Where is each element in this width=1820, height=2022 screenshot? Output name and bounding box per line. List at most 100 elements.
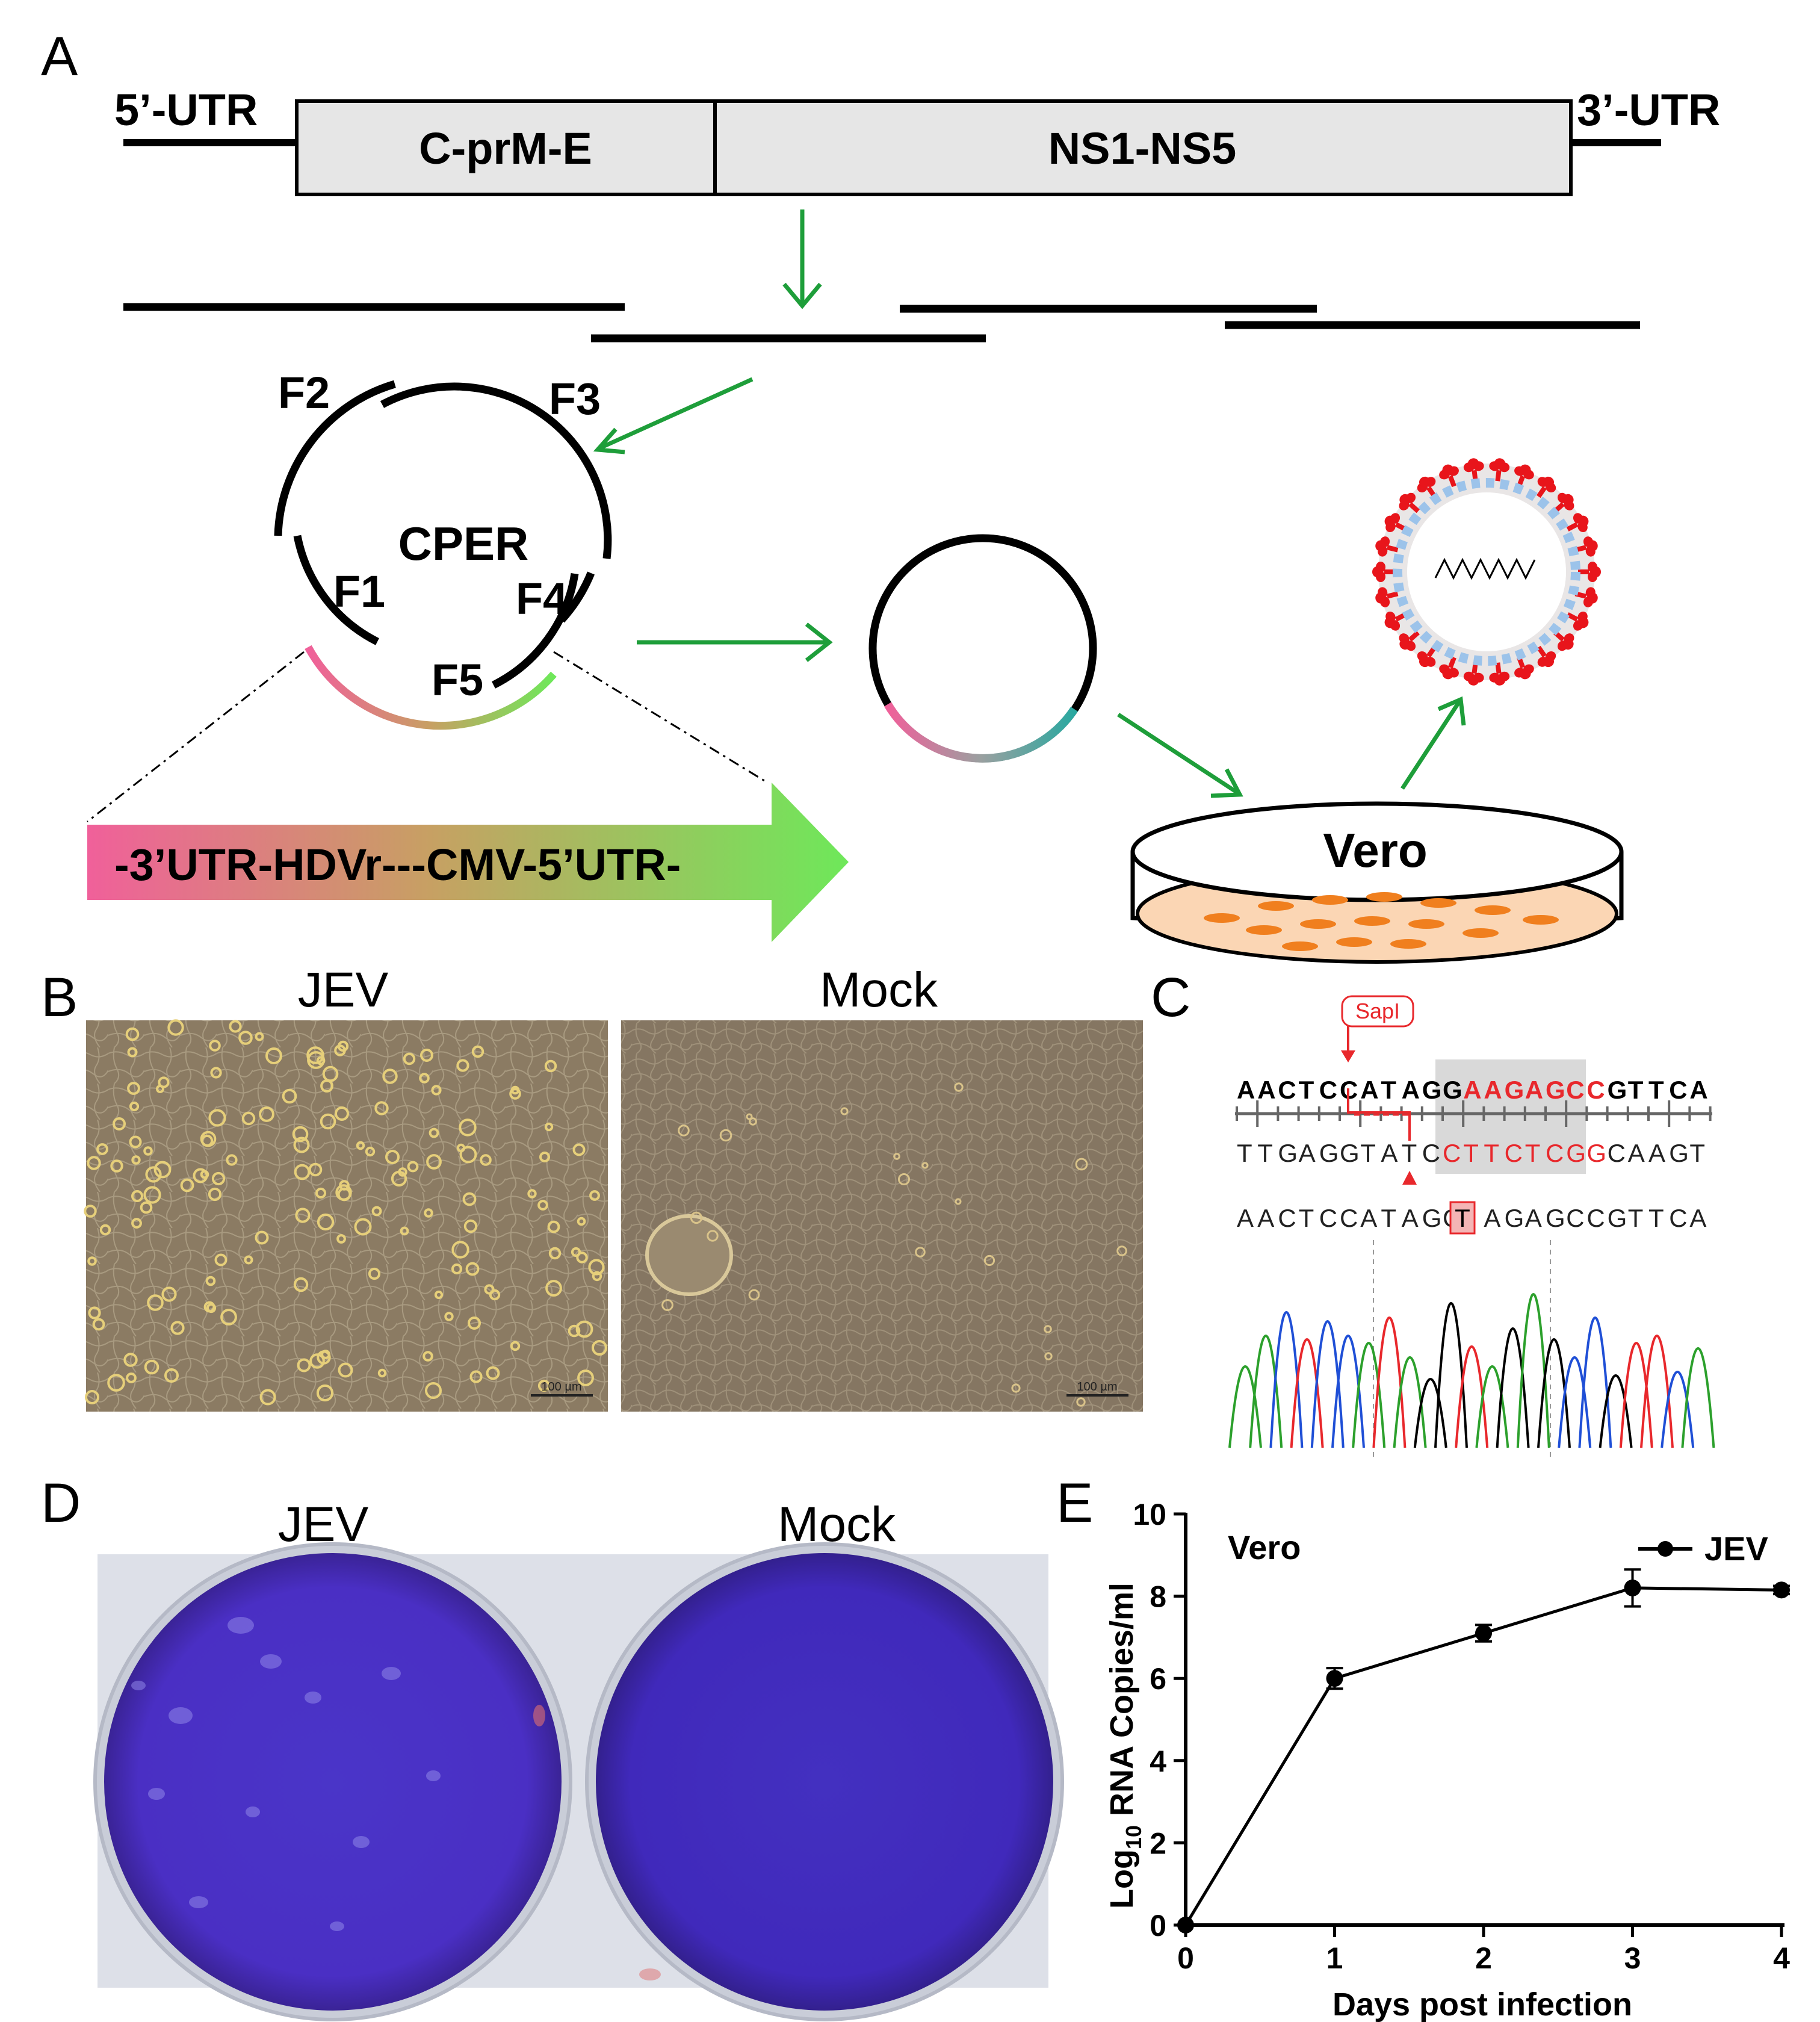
spike-protein-icon [1399, 630, 1420, 651]
spike-protein-icon [1566, 611, 1589, 631]
base-letter: G [1278, 1139, 1298, 1167]
base-letter: A [1237, 1076, 1255, 1104]
rounded-cell [463, 1219, 478, 1233]
scale-bar-mock: 100 µm [1077, 1380, 1117, 1394]
rounded-cell [465, 1262, 480, 1276]
base-letter: T [1689, 1139, 1705, 1167]
chromatogram-peak [1619, 1342, 1653, 1448]
fragment-f1: F1 [333, 566, 385, 616]
rounded-cell [456, 1143, 466, 1153]
rounded-cell [308, 1162, 323, 1177]
rounded-cell [84, 1205, 97, 1218]
rounded-cell [113, 1117, 126, 1130]
base-letter: A [1689, 1204, 1706, 1232]
rounded-cell [164, 1368, 179, 1383]
rounded-cell [431, 1085, 442, 1096]
rounded-cell [85, 1390, 99, 1404]
rounded-cell [707, 1230, 719, 1242]
rounded-cell [459, 1146, 477, 1164]
rounded-cell [211, 1171, 226, 1186]
rounded-cell [420, 1049, 433, 1062]
rounded-cell [434, 1290, 444, 1300]
spike-protein-icon [1439, 656, 1459, 680]
dish-cells [1204, 892, 1559, 951]
base-letter: A [1689, 1076, 1707, 1104]
rounded-cell [208, 1187, 222, 1202]
spike-protein-icon [1375, 536, 1399, 557]
rounded-cell [451, 1263, 463, 1275]
rounded-cell [293, 1277, 309, 1292]
base-letter: A [1628, 1139, 1645, 1167]
base-letter: C [1669, 1204, 1687, 1232]
rounded-cell [840, 1107, 849, 1115]
rounded-cell [544, 1059, 557, 1073]
recognition-site-highlight [1435, 1059, 1586, 1174]
rounded-cell [214, 1253, 228, 1267]
base-letter: A [1463, 1076, 1481, 1104]
rounded-cell [955, 1198, 962, 1205]
rounded-cell [746, 1113, 753, 1120]
chromatogram-peak [1599, 1374, 1633, 1448]
base-letter: A [1525, 1204, 1542, 1232]
rounded-cell [592, 1271, 602, 1282]
rounded-cell [140, 1201, 153, 1214]
y-tick-label: 6 [1150, 1662, 1166, 1696]
base-letter: T [1381, 1076, 1396, 1104]
rounded-cell [127, 1047, 138, 1058]
rounded-cell [1116, 1245, 1127, 1256]
legend-label: JEV [1704, 1530, 1768, 1568]
chart-axes [1184, 1513, 1784, 1927]
chromatogram-peak [1331, 1335, 1365, 1448]
rounded-cell [480, 1154, 492, 1166]
rounded-cell [208, 1109, 226, 1127]
rounded-cell [954, 1082, 964, 1092]
rounded-cell [377, 1368, 387, 1378]
rounded-cell [1075, 1158, 1088, 1171]
sapi-label: SapI [1355, 999, 1400, 1023]
base-letter: A [1237, 1204, 1254, 1232]
rounded-cell [282, 1088, 297, 1104]
base-letter: T [1381, 1204, 1396, 1232]
base-letter: T [1463, 1139, 1479, 1167]
base-letter: A [1360, 1204, 1377, 1232]
rounded-cell [576, 1251, 588, 1264]
rounded-cell [385, 1150, 400, 1164]
chromatogram-peak [1661, 1371, 1695, 1448]
rounded-cell [748, 1289, 760, 1301]
cper-linker-arc [305, 645, 557, 730]
spike-protein-icon [1399, 492, 1420, 513]
rounded-cell [1044, 1352, 1053, 1360]
rounded-cell [107, 1374, 125, 1392]
rounded-cell [374, 1101, 389, 1115]
chromatogram-peak [1352, 1342, 1386, 1448]
base-letter: A [1484, 1204, 1500, 1232]
base-letter: C [1669, 1076, 1687, 1104]
chromatogram-peak [1413, 1378, 1447, 1448]
data-point [1177, 1917, 1194, 1934]
base-letter: C [1422, 1139, 1440, 1167]
rounded-cell [426, 1154, 442, 1170]
fragment-f4: F4 [516, 574, 568, 624]
rounded-cell [294, 1164, 311, 1180]
base-letter: T [1648, 1204, 1664, 1232]
well-mock [596, 1553, 1053, 2011]
rounded-cell [422, 1351, 433, 1362]
rounded-cell [92, 1318, 105, 1331]
base-letter: A [1360, 1076, 1378, 1104]
rounded-cell [577, 1369, 594, 1386]
spike-protein-icon [1384, 611, 1407, 631]
base-letter: A [1648, 1139, 1665, 1167]
y-tick-label: 8 [1150, 1580, 1166, 1614]
base-letter: G [1340, 1139, 1360, 1167]
mutation-box [1449, 1201, 1476, 1235]
micrograph-mock: 100 µm [621, 1020, 1143, 1412]
base-letter: G [1608, 1204, 1627, 1232]
spike-protein-icon [1489, 458, 1510, 482]
spike-protein-icon [1463, 662, 1484, 686]
read-sequence: AACTCCATAGGTAGAGCCGTTCA [1237, 1204, 1706, 1232]
rounded-cell [537, 1379, 551, 1392]
rounded-cell [356, 1141, 365, 1150]
